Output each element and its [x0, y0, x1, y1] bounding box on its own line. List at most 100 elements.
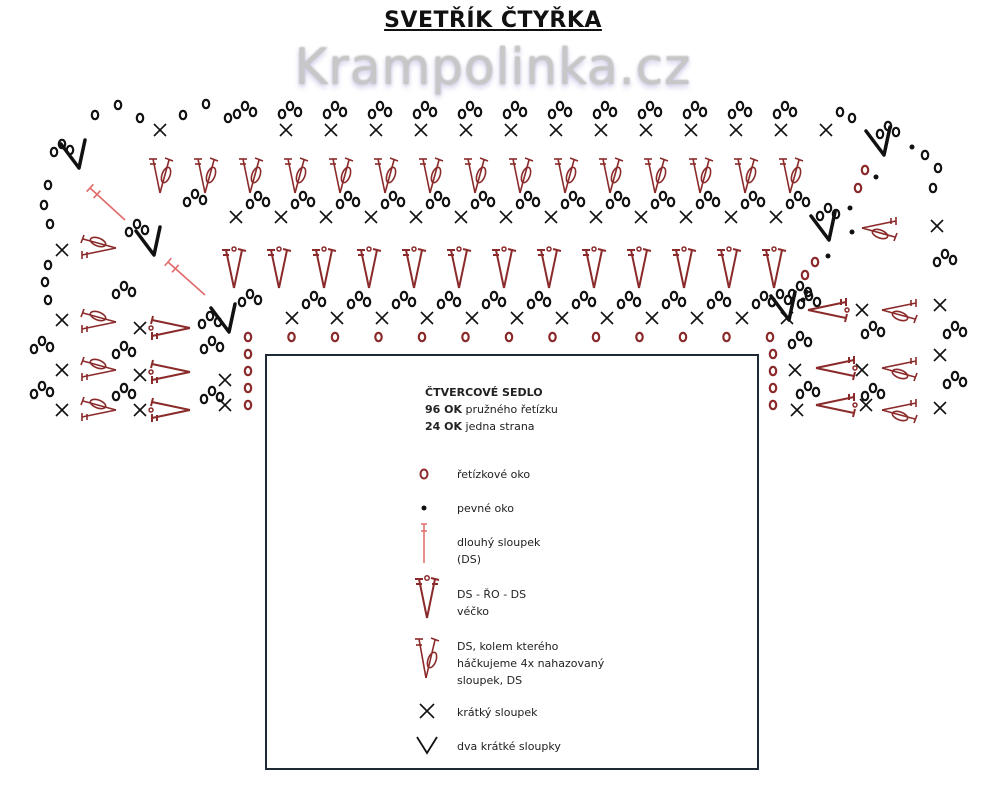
- chain-stitch: [317, 296, 327, 308]
- single-crochet: [319, 210, 333, 224]
- chain-stitch: [412, 108, 422, 120]
- chain-stitch: [765, 331, 775, 343]
- two-single-crochet: [134, 225, 162, 257]
- chain-stitch: [515, 198, 525, 210]
- v-stitch: [815, 356, 858, 381]
- v-stitch: [717, 246, 742, 289]
- chain-stitch: [399, 290, 409, 302]
- chain-stitch: [868, 320, 878, 332]
- v-stitch: [815, 393, 858, 418]
- v-stitch: [222, 246, 247, 289]
- chain-stitch: [111, 288, 121, 300]
- chain-stitch: [497, 296, 507, 308]
- v-stitch: [582, 246, 607, 289]
- single-crochet: [218, 398, 232, 412]
- v-stitch: [148, 397, 191, 422]
- chain-stitch: [119, 382, 129, 394]
- chain-stitch: [608, 106, 618, 118]
- chain-stitch: [190, 188, 200, 200]
- dc-with-post-stitch: [80, 396, 117, 421]
- legend-label-v-2: véčko: [457, 605, 490, 618]
- v-stitch: [492, 246, 517, 289]
- chain-stitch: [579, 290, 589, 302]
- chain-stitch: [298, 190, 308, 202]
- single-crochet: [499, 210, 513, 224]
- chain-stitch: [478, 190, 488, 202]
- chain-stitch: [287, 331, 296, 343]
- chain-stitch: [624, 290, 634, 302]
- chart-title: SVETŘÍK ČTYŘKA: [384, 8, 602, 33]
- chain-stitch: [486, 196, 496, 208]
- chain-stitch: [436, 298, 446, 310]
- legend-label-dc: dlouhý sloupek: [457, 536, 541, 549]
- chain-stitch: [29, 343, 39, 355]
- chain-stitch: [682, 108, 692, 120]
- chain-stitch: [735, 100, 745, 112]
- single-crochet: [409, 210, 423, 224]
- chain-stitch: [523, 190, 533, 202]
- chain-stitch: [756, 196, 766, 208]
- chain-stitch: [119, 340, 129, 352]
- chain-stitch: [621, 196, 631, 208]
- single-crochet: [679, 210, 693, 224]
- chain-stitch: [90, 109, 100, 121]
- single-crochet: [819, 123, 833, 137]
- single-crochet: [774, 123, 788, 137]
- chain-stitch: [787, 288, 797, 300]
- chain-stitch: [243, 348, 253, 360]
- dc-with-post-stitch: [80, 234, 117, 259]
- chain-stitch: [669, 290, 679, 302]
- single-crochet: [133, 368, 147, 382]
- single-crochet: [690, 311, 704, 325]
- chain-stitch: [812, 296, 822, 308]
- single-crochet: [729, 123, 743, 137]
- single-crochet: [855, 303, 869, 317]
- chain-stitch: [571, 298, 581, 310]
- chain-stitch: [198, 194, 208, 206]
- chain-stitch: [367, 108, 377, 120]
- legend-line-2-bold: 24 OK: [425, 420, 463, 433]
- dc-with-post-stitch: [599, 157, 624, 194]
- dc-with-post-stitch: [734, 157, 759, 194]
- chain-stitch: [768, 382, 778, 394]
- chain-stitch: [748, 190, 758, 202]
- chain-stitch: [37, 335, 47, 347]
- chain-stitch: [933, 162, 943, 174]
- single-crochet: [55, 363, 69, 377]
- chain-stitch: [223, 112, 233, 124]
- single-crochet-icon: [419, 703, 435, 719]
- chain-stitch: [178, 109, 188, 121]
- dc-with-post-stitch: [881, 357, 918, 382]
- chain-stitch: [835, 106, 845, 118]
- v-stitch: [148, 359, 191, 384]
- single-crochet: [324, 123, 338, 137]
- chain-stitch: [531, 196, 541, 208]
- chain-stitch: [338, 106, 348, 118]
- chain-stitch: [330, 331, 340, 343]
- chain-stitch: [958, 376, 968, 388]
- chain-stitch: [948, 254, 958, 266]
- chain-stitch: [207, 385, 217, 397]
- dc-with-post-stitch: [419, 157, 444, 194]
- v-stitch: [537, 246, 562, 289]
- single-crochet: [859, 398, 873, 412]
- chain-stitch: [768, 348, 778, 360]
- dc-with-post-stitch: [239, 157, 264, 194]
- chain-stitch: [795, 388, 805, 400]
- chain-stitch: [37, 380, 47, 392]
- chain-stitch: [510, 100, 520, 112]
- chain-stitch: [285, 100, 295, 112]
- single-crochet: [375, 311, 389, 325]
- legend-label-slip: pevné oko: [457, 502, 514, 515]
- v-stitch: [447, 246, 472, 289]
- single-crochet: [459, 123, 473, 137]
- chain-stitch: [391, 298, 401, 310]
- chain-stitch: [396, 196, 406, 208]
- legend-label-post-3: sloupek, DS: [457, 674, 523, 687]
- chain-stitch: [335, 198, 345, 210]
- single-crochet: [285, 311, 299, 325]
- chain-stitch: [875, 128, 885, 140]
- chain-stitch: [201, 98, 211, 110]
- chain-stitch: [111, 348, 121, 360]
- chain-stitch: [199, 393, 209, 405]
